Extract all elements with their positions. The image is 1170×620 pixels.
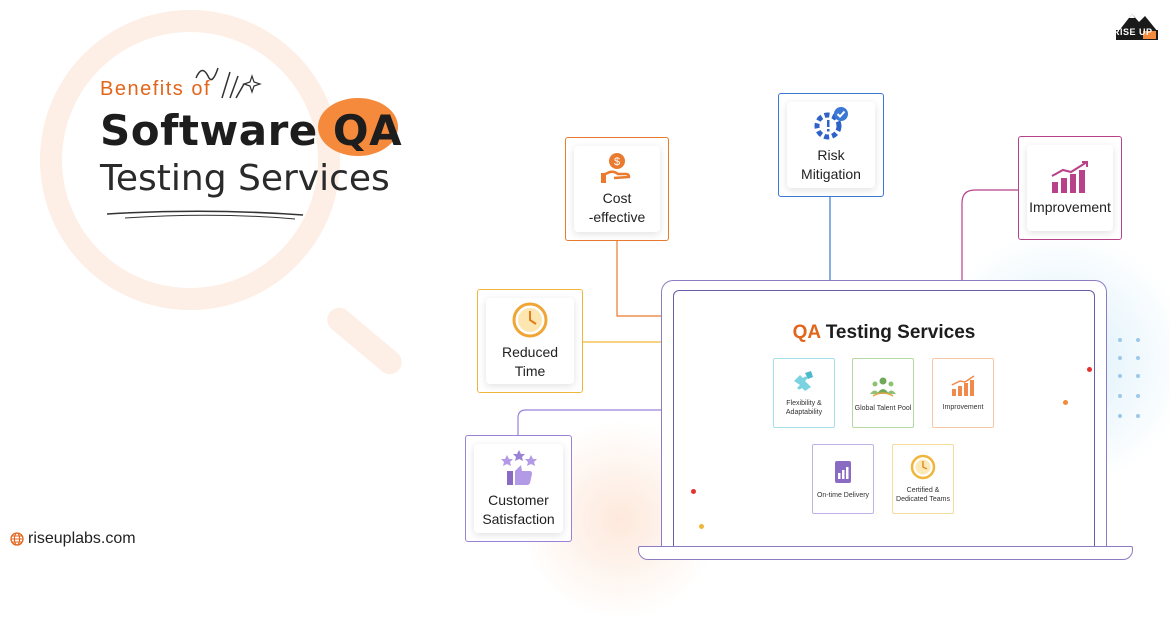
svg-text:$: $ bbox=[614, 156, 620, 168]
feature-label: Flexibility & Adaptability bbox=[785, 400, 823, 416]
dot-grid-decoration bbox=[1118, 338, 1148, 422]
feature-card-global-talent: Global Talent Pool bbox=[852, 358, 914, 428]
globe-icon bbox=[10, 532, 24, 546]
feature-card-on-time-delivery: On-time Delivery bbox=[812, 444, 874, 514]
benefit-label-line1: Risk bbox=[817, 147, 845, 163]
laptop-screen-title: QA Testing Services bbox=[673, 322, 1095, 344]
benefit-label-line1: Cost bbox=[602, 190, 632, 206]
benefit-card-cost-effective: $ Cost -effective bbox=[565, 137, 669, 241]
dollar-hand-icon: $ bbox=[601, 153, 631, 183]
doodle-sparkle-icon bbox=[195, 67, 262, 99]
page-title: Software QA bbox=[100, 106, 403, 155]
thumbs-up-stars-icon bbox=[500, 449, 537, 485]
feature-label: Global Talent Pool bbox=[854, 404, 912, 412]
logo-text: RISE UP bbox=[1113, 27, 1153, 37]
feature-label: Improvement bbox=[942, 403, 984, 411]
accent-dot bbox=[1087, 367, 1092, 372]
certified-clock-icon bbox=[910, 454, 936, 480]
bar-growth-icon bbox=[951, 374, 975, 396]
accent-dot bbox=[699, 524, 704, 529]
title-highlight-bubble bbox=[318, 98, 398, 156]
document-chart-icon bbox=[835, 460, 851, 483]
feature-label: Certified & Dedicated Teams bbox=[896, 487, 950, 503]
laptop-screen bbox=[673, 290, 1095, 560]
accent-dot bbox=[691, 489, 696, 494]
website-link[interactable]: riseuplabs.com bbox=[10, 530, 136, 548]
gear-check-icon bbox=[814, 107, 848, 140]
benefit-label-line2: Satisfaction bbox=[482, 510, 555, 527]
title-accent: QA bbox=[792, 322, 821, 343]
laptop-base bbox=[638, 546, 1133, 560]
feature-card-improvement: Improvement bbox=[932, 358, 994, 428]
benefit-label-line1: Improvement bbox=[1029, 198, 1111, 215]
benefit-card-improvement: Improvement bbox=[1018, 136, 1122, 240]
website-text: riseuplabs.com bbox=[28, 530, 136, 547]
team-icon bbox=[870, 377, 896, 397]
accent-dot bbox=[1063, 400, 1068, 405]
benefit-card-risk-mitigation: Risk Mitigation bbox=[778, 93, 884, 197]
benefit-label-line1: Reduced bbox=[501, 344, 559, 360]
benefit-label-line2: Mitigation bbox=[801, 166, 861, 182]
benefit-label-line1: Customer bbox=[488, 491, 549, 508]
benefit-card-customer-satisfaction: Customer Satisfaction bbox=[465, 435, 572, 542]
growth-chart-icon bbox=[1051, 160, 1088, 193]
underline-stroke bbox=[106, 210, 304, 220]
feature-card-certified-teams: Certified & Dedicated Teams bbox=[892, 444, 954, 514]
connector-lines bbox=[517, 189, 1018, 436]
feature-card-flexibility: Flexibility & Adaptability bbox=[773, 358, 835, 428]
feature-label: On-time Delivery bbox=[816, 491, 870, 499]
benefit-card-reduced-time: Reduced Time bbox=[477, 289, 583, 393]
clock-icon bbox=[512, 302, 548, 338]
benefit-label-line2: Time bbox=[514, 363, 546, 379]
riseup-logo-icon bbox=[1116, 14, 1158, 40]
benefit-label-line2: -effective bbox=[588, 209, 646, 225]
heading-kicker: Benefits of bbox=[100, 78, 212, 100]
page-subtitle: Testing Services bbox=[100, 158, 390, 199]
puzzle-icon bbox=[794, 371, 813, 391]
title-rest: Testing Services bbox=[825, 322, 976, 343]
